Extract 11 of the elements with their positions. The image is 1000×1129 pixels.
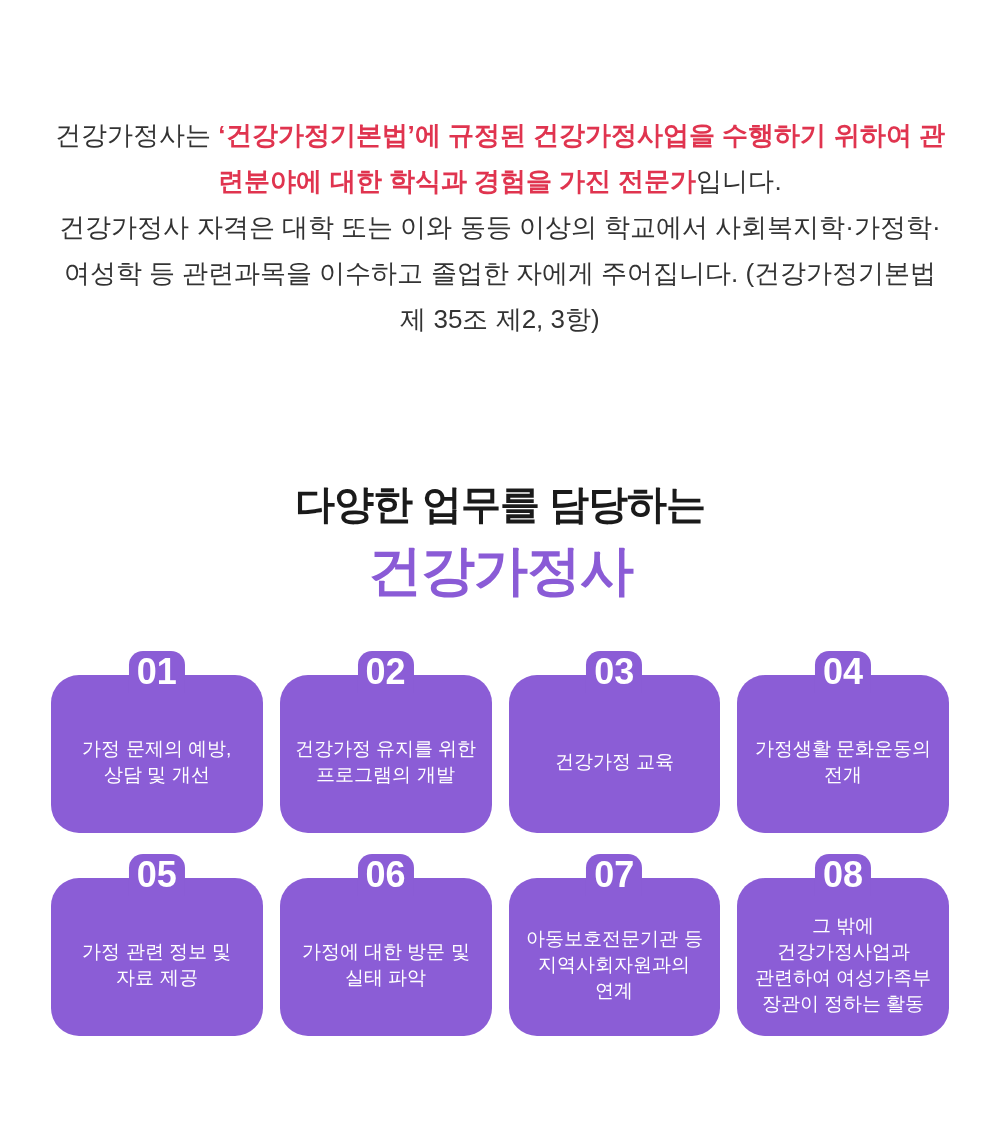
card-description: 가정 문제의 예방, 상담 및 개선	[81, 737, 233, 787]
card-description: 가정에 대한 방문 및 실태 파악	[300, 940, 471, 990]
intro-paragraph: 건강가정사 자격은 대학 또는 이와 동등 이상의 학교에서 사회복지학·가정학·여성학 등 관련과목을 이수하고 졸업한 자에게 주어집니다. (건강가정기본법 제 35조 제2, 3항)	[58, 211, 942, 336]
card-description: 그 밖에 건강가정사업과 관련하여 여성가족부 장관이 정하는 활동	[754, 914, 933, 1016]
intro-paragraph: 건강가정사는 ‘건강가정기본법’에 규정된 건강가정사업을 수행하기 위하여 관련분야에 대한 학식과 경험을 가진 전문가입니다.	[54, 119, 946, 198]
card-description: 가정생활 문화운동의 전개	[754, 737, 933, 787]
card-description: 가정 관련 정보 및 자료 제공	[81, 940, 233, 990]
card-description: 아동보호전문기관 등 지역사회자원과의 연계	[525, 927, 704, 1003]
section-title: 다양한 업무를 담당하는 건강가정사	[293, 481, 707, 602]
card-description: 건강가정 유지를 위한 프로그램의 개발	[293, 737, 478, 787]
card-description: 건강가정 교육	[554, 750, 674, 774]
